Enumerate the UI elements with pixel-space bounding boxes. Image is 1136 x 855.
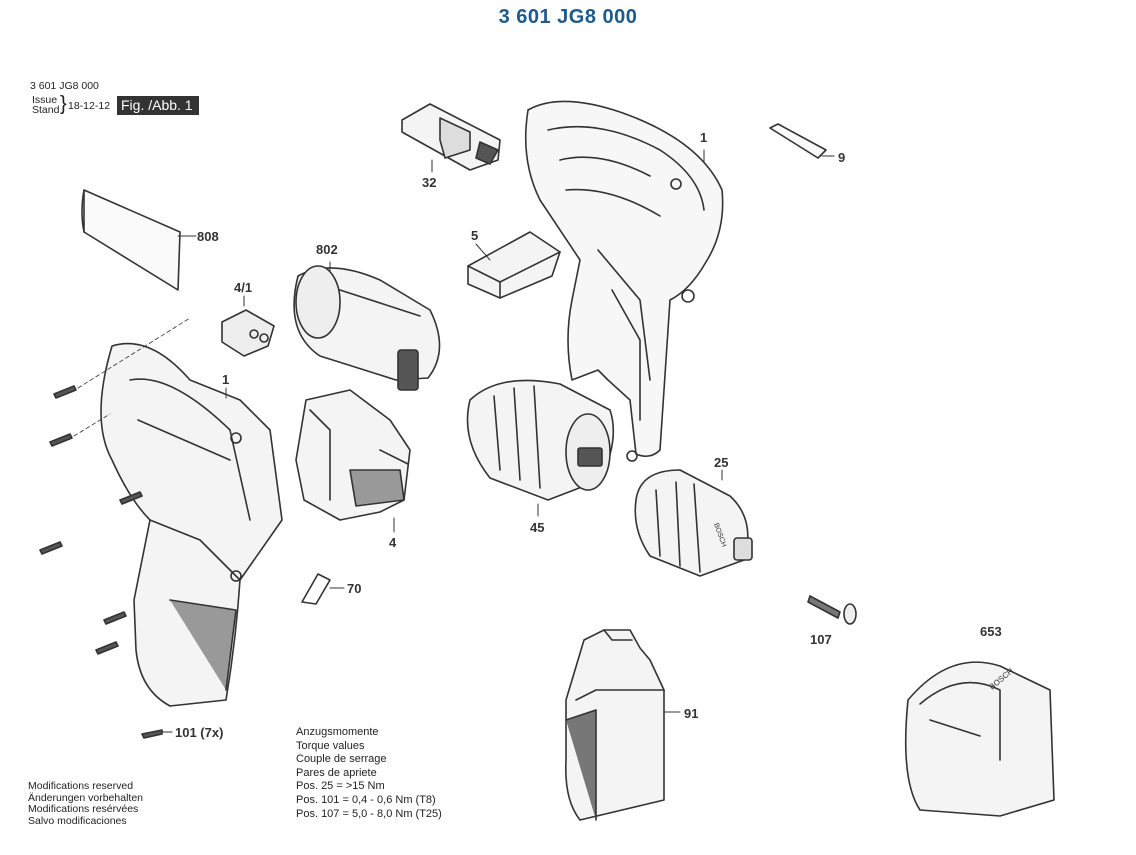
header-date: 18-12-12	[68, 100, 111, 112]
label-part-1-top: 1	[700, 130, 708, 145]
header-issue-stand: Issue Stand	[32, 94, 60, 116]
label-part-101: 101 (7x)	[175, 725, 224, 740]
torque-heading: Anzugsmomente	[296, 726, 379, 738]
mod-line: Modifications reserved	[28, 780, 134, 792]
label-part-70: 70	[347, 581, 362, 596]
header-code: 3 601 JG8 000	[30, 80, 99, 92]
label-part-4-1: 4/1	[234, 280, 253, 295]
alignment-lines	[73, 317, 191, 437]
label-part-4: 4	[389, 535, 397, 550]
mod-line: Salvo modificaciones	[28, 814, 127, 827]
page-title: 3 601 JG8 000	[498, 6, 638, 28]
part-107-screw[interactable]	[807, 595, 857, 625]
torque-values: Anzugsmomente Torque values Couple de se…	[296, 726, 442, 821]
part-802-motor[interactable]	[293, 265, 441, 391]
part-4-switch[interactable]	[295, 389, 411, 521]
part-653-charger[interactable]: BOSCH	[904, 661, 1055, 817]
label-part-653: 653	[980, 624, 1002, 639]
label-part-808: 808	[197, 229, 219, 244]
stand-label: Stand	[32, 104, 60, 116]
label-part-32: 32	[422, 175, 437, 190]
mod-line: Modifications resérvées	[28, 803, 139, 815]
part-5-block[interactable]	[467, 231, 561, 299]
brace-glyph: }	[60, 93, 67, 115]
part-1-housing-right[interactable]	[524, 100, 724, 462]
part-25-chuck[interactable]: BOSCH	[634, 469, 753, 577]
part-32-latch[interactable]	[401, 103, 501, 171]
part-1-housing-left[interactable]	[100, 342, 283, 707]
label-part-107: 107	[810, 632, 832, 647]
torque-value: Pos. 107 = 5,0 - 8,0 Nm (T25)	[296, 807, 442, 820]
label-part-91: 91	[684, 706, 699, 721]
label-part-5: 5	[471, 228, 479, 243]
part-91-battery[interactable]	[564, 629, 665, 821]
mod-line: Änderungen vorbehalten	[28, 791, 144, 804]
modifications-note: Modifications reserved Änderungen vorbeh…	[28, 780, 144, 827]
part-70-clip[interactable]	[301, 573, 331, 605]
torque-heading: Couple de serrage	[296, 753, 387, 766]
torque-heading: Torque values	[296, 739, 365, 752]
issue-label: Issue	[32, 94, 58, 106]
label-part-9: 9	[838, 150, 846, 165]
label-part-25: 25	[714, 455, 729, 470]
label-part-1-left: 1	[222, 372, 230, 387]
part-808-label-sheet[interactable]	[81, 189, 181, 291]
figure-label: Fig. /Abb. 1	[117, 96, 199, 115]
part-101-screws[interactable]	[39, 385, 163, 739]
torque-value: Pos. 101 = 0,4 - 0,6 Nm (T8)	[296, 793, 436, 806]
part-45-gearbox[interactable]	[466, 379, 615, 501]
label-part-45: 45	[530, 520, 545, 535]
torque-value: Pos. 25 = >15 Nm	[296, 780, 385, 793]
label-part-802: 802	[316, 242, 338, 257]
torque-heading: Pares de apriete	[296, 766, 377, 779]
part-4-1-connector[interactable]	[221, 309, 275, 357]
part-9-label-strip[interactable]	[769, 123, 827, 159]
